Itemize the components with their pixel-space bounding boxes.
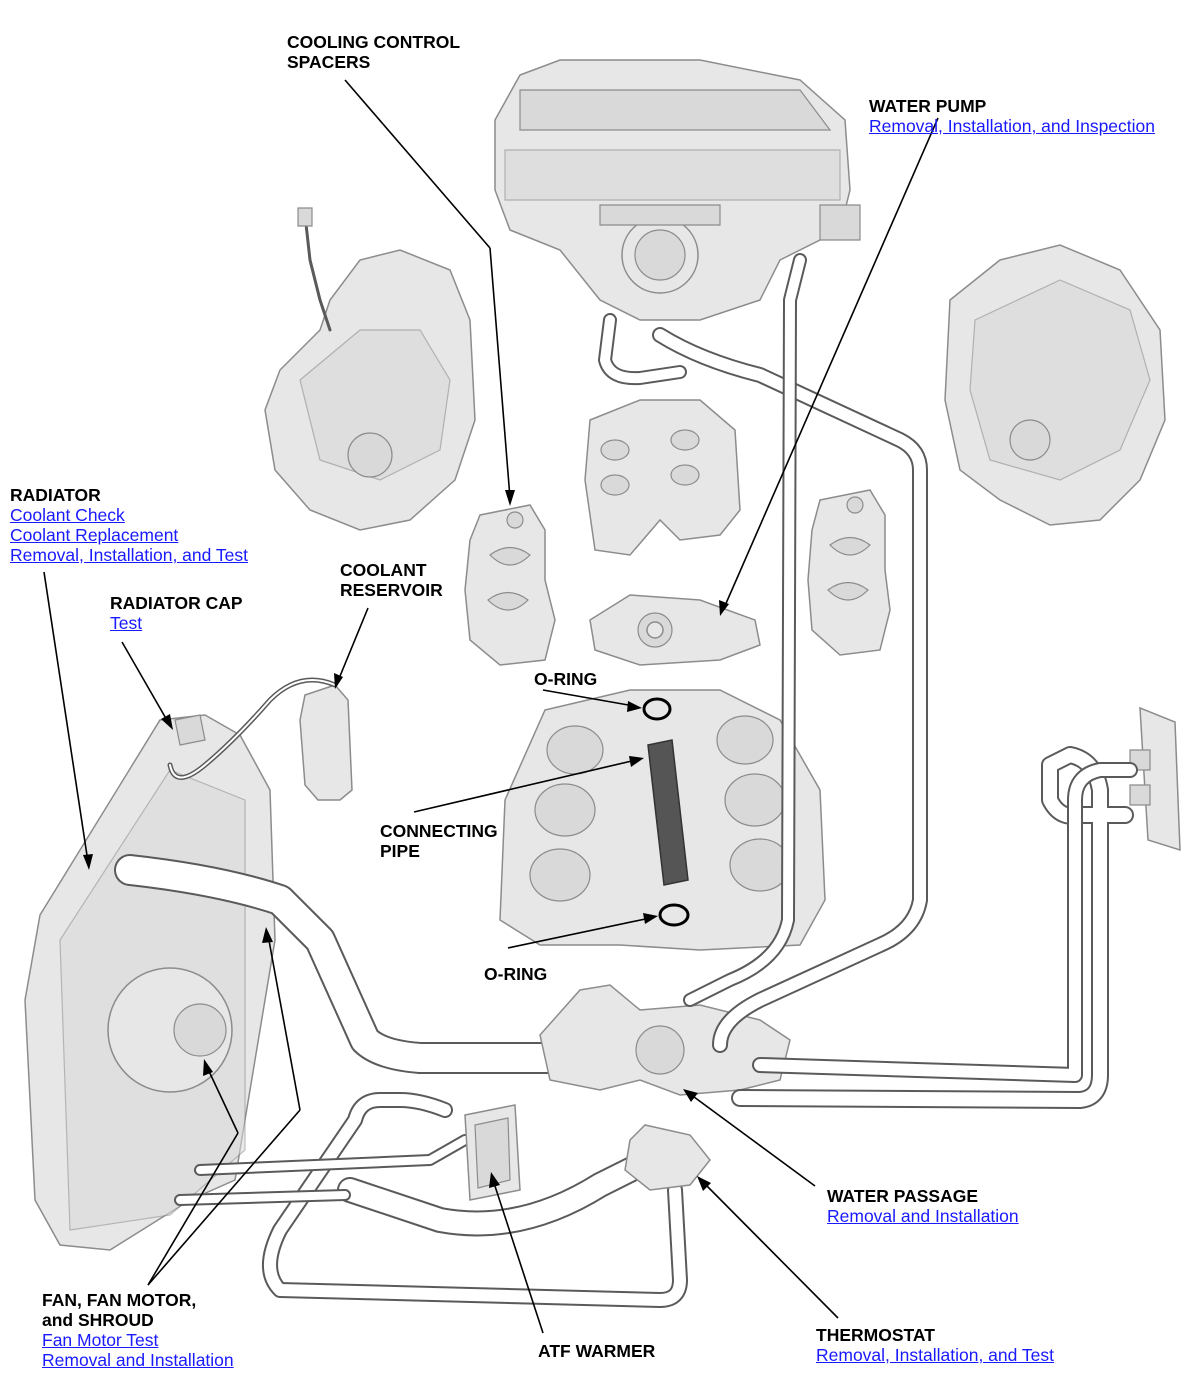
fan-link-removal-installation[interactable]: Removal and Installation: [42, 1350, 234, 1370]
coolant-reservoir: [299, 684, 353, 801]
atf-warmer-title: ATF WARMER: [538, 1341, 656, 1361]
radiator-link-coolant-check[interactable]: Coolant Check: [10, 505, 125, 525]
label-coolant-reservoir: COOLANT RESERVOIR: [340, 560, 443, 600]
cooling-control-spacers-title-2: SPACERS: [287, 52, 371, 72]
label-connecting-pipe: CONNECTING PIPE: [380, 821, 498, 861]
label-thermostat: THERMOSTAT Removal, Installation, and Te…: [816, 1325, 1054, 1365]
fan-link-fan-motor-test[interactable]: Fan Motor Test: [42, 1330, 159, 1350]
label-radiator: RADIATOR Coolant Check Coolant Replaceme…: [10, 485, 248, 565]
label-water-pump: WATER PUMP Removal, Installation, and In…: [869, 96, 1155, 136]
fan-title-1: FAN, FAN MOTOR,: [42, 1290, 197, 1310]
lower-intake-piece: [584, 399, 741, 556]
water-pump: [589, 594, 761, 666]
radiator-link-coolant-replacement[interactable]: Coolant Replacement: [10, 525, 179, 545]
fan-title-2: and SHROUD: [42, 1310, 154, 1330]
atf-warmer: [464, 1104, 521, 1201]
thermostat-cover: [624, 1124, 711, 1191]
radiator-title: RADIATOR: [10, 485, 101, 505]
connecting-pipe-title-2: PIPE: [380, 841, 420, 861]
engine-right-view: [944, 244, 1166, 526]
water-passage-title: WATER PASSAGE: [827, 1186, 979, 1206]
connecting-pipe-title-1: CONNECTING: [380, 821, 498, 841]
water-passage-link-removal-installation[interactable]: Removal and Installation: [827, 1206, 1019, 1226]
engine-left-view: [264, 207, 476, 531]
o-ring-bottom: [658, 903, 690, 927]
radiator-link-removal-installation-test[interactable]: Removal, Installation, and Test: [10, 545, 249, 565]
o-ring-top: [642, 697, 672, 721]
thermostat-link-removal-installation-test[interactable]: Removal, Installation, and Test: [816, 1345, 1055, 1365]
label-atf-warmer: ATF WARMER: [538, 1341, 655, 1361]
radiator-cap-title: RADIATOR CAP: [110, 593, 243, 613]
label-fan-fan-motor-shroud: FAN, FAN MOTOR, and SHROUD Fan Motor Tes…: [42, 1290, 234, 1370]
water-pump-link-removal-installation-inspection[interactable]: Removal, Installation, and Inspection: [869, 116, 1155, 136]
label-cooling-control-spacers: COOLING CONTROL SPACERS: [287, 32, 460, 72]
label-radiator-cap: RADIATOR CAP Test: [110, 593, 243, 633]
label-o-ring-top: O-RING: [534, 669, 597, 689]
water-pump-title: WATER PUMP: [869, 96, 987, 116]
label-o-ring-bottom: O-RING: [484, 964, 547, 984]
cooling-control-spacer-right: [807, 489, 891, 656]
cooling-control-spacer-left: [464, 504, 556, 666]
intake-manifold: [494, 59, 861, 321]
o-ring-top-title: O-RING: [534, 669, 598, 689]
heater-core: [1129, 706, 1181, 852]
leader-lines: [43, 79, 939, 1334]
radiator-cap-link-test[interactable]: Test: [110, 613, 143, 633]
coolant-reservoir-title-1: COOLANT: [340, 560, 427, 580]
cooling-control-spacers-title-1: COOLING CONTROL: [287, 32, 461, 52]
thermostat-title: THERMOSTAT: [816, 1325, 935, 1345]
label-water-passage: WATER PASSAGE Removal and Installation: [827, 1186, 1019, 1226]
coolant-reservoir-title-2: RESERVOIR: [340, 580, 443, 600]
o-ring-bottom-title: O-RING: [484, 964, 548, 984]
